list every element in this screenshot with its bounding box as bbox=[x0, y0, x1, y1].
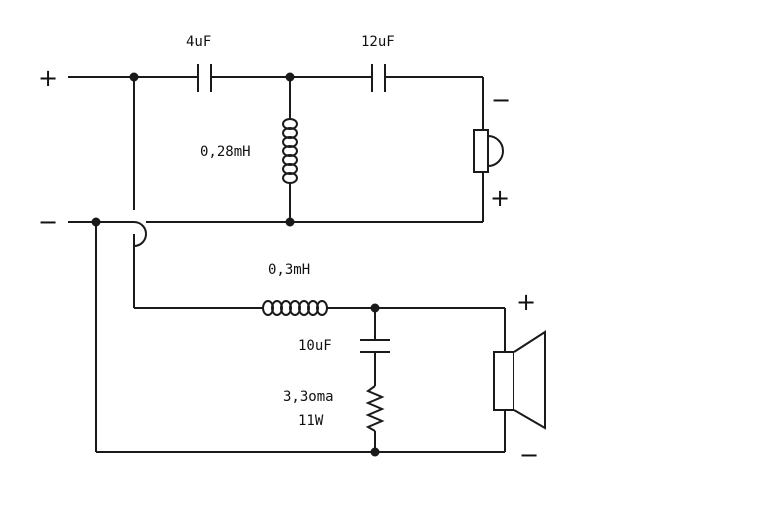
junction-dot bbox=[129, 72, 139, 82]
terminal-tweeter-plus: + bbox=[490, 184, 510, 212]
capacitor-4uF bbox=[197, 64, 212, 92]
wire-crossover-hop bbox=[133, 221, 147, 247]
resistor-3-3ohm bbox=[365, 385, 385, 432]
label-0-3mH: 0,3mH bbox=[268, 262, 310, 278]
label-12uF: 12uF bbox=[361, 34, 395, 50]
terminal-input-minus: − bbox=[38, 208, 58, 236]
terminal-woofer-minus: − bbox=[519, 441, 539, 469]
inductor-0-3mH bbox=[262, 300, 328, 316]
junction-dot bbox=[91, 217, 101, 227]
label-10uF: 10uF bbox=[298, 338, 332, 354]
label-0-28mH: 0,28mH bbox=[200, 144, 251, 160]
terminal-woofer-plus: + bbox=[516, 288, 536, 316]
capacitor-10uF bbox=[360, 339, 390, 353]
junction-dot bbox=[370, 303, 380, 313]
junction-dot bbox=[370, 447, 380, 457]
terminal-input-plus: + bbox=[38, 64, 58, 92]
junction-dot bbox=[285, 217, 295, 227]
inductor-0-28mH bbox=[282, 118, 298, 184]
capacitor-12uF bbox=[371, 64, 386, 92]
terminal-tweeter-minus: − bbox=[491, 86, 511, 114]
junction-dot bbox=[285, 72, 295, 82]
label-resistor-value: 3,3oma bbox=[283, 389, 334, 405]
label-resistor-power: 11W bbox=[298, 413, 324, 429]
tweeter-symbol bbox=[473, 129, 504, 173]
label-4uF: 4uF bbox=[186, 34, 211, 50]
woofer-symbol bbox=[493, 330, 546, 430]
